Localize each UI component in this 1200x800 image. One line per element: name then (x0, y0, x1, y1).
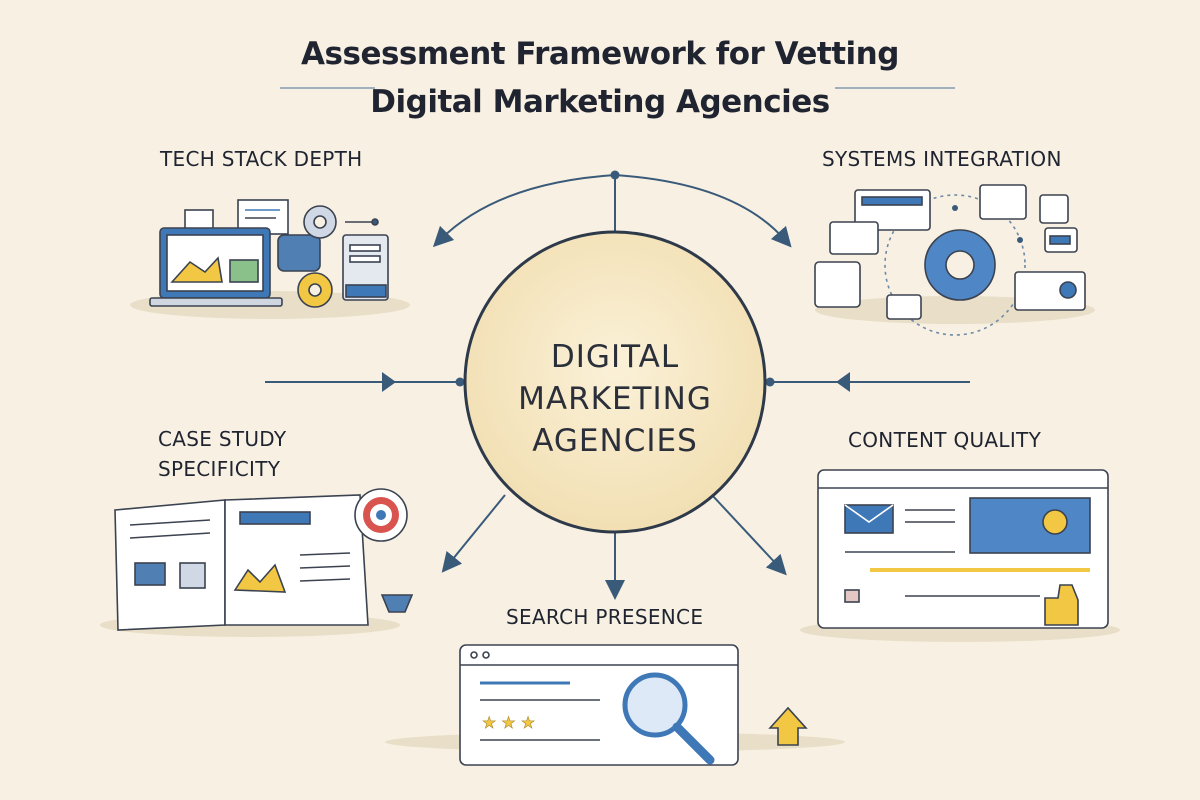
trophy-icon (380, 594, 414, 613)
node-label-case-study: CASE STUDY SPECIFICITY (158, 424, 286, 484)
connector-to-case-study (441, 494, 506, 573)
arrow-up-icon (768, 706, 808, 746)
mail-icon (844, 504, 894, 534)
case-study-illustration (100, 488, 414, 637)
node-label-systems-integration: SYSTEMS INTEGRATION (822, 147, 1062, 171)
rating-stars: ★ ★ ★ (482, 713, 535, 732)
hub-label-line2: MARKETING (518, 381, 712, 417)
diagram-title-line2: Digital Marketing Agencies (370, 84, 830, 120)
arrow-left-inward (382, 372, 396, 392)
diagram-title-line1: Assessment Framework for Vetting (301, 36, 899, 72)
connector-lines (265, 174, 970, 600)
connector-dot-right (765, 377, 775, 387)
arrow-right-inward (836, 372, 850, 392)
connector-dot-left (455, 377, 465, 387)
content-quality-illustration (800, 469, 1120, 642)
server-icon (277, 234, 321, 272)
hub-label: DIGITAL MARKETING AGENCIES (465, 336, 765, 462)
thumbs-up-icon (1044, 584, 1079, 626)
connector-to-content-quality (711, 494, 787, 576)
systems-integration-illustration (814, 184, 1095, 336)
browser-window (459, 644, 739, 766)
magnifier-icon (622, 672, 688, 738)
node-label-case-study-line1: CASE STUDY (158, 427, 287, 451)
hub-circle (463, 230, 767, 534)
connector-dot-top (610, 170, 620, 180)
window-icon (886, 294, 922, 320)
node-label-content-quality: CONTENT QUALITY (848, 428, 1042, 452)
search-presence-illustration: ★ ★ ★ (385, 644, 845, 766)
database-icon (1039, 194, 1069, 224)
window-icon (814, 261, 861, 308)
window-icon (829, 221, 879, 255)
connector-to-tech-stack (432, 174, 616, 248)
connector-to-systems-integration (614, 174, 792, 248)
window-icon (979, 184, 1027, 220)
node-label-tech-stack: TECH STACK DEPTH (160, 147, 363, 171)
hub-label-line1: DIGITAL (550, 339, 680, 375)
hub-label-line3: AGENCIES (532, 423, 698, 459)
node-label-search-presence: SEARCH PRESENCE (506, 605, 704, 629)
tech-stack-illustration (130, 199, 410, 319)
node-label-case-study-line2: SPECIFICITY (158, 457, 281, 481)
